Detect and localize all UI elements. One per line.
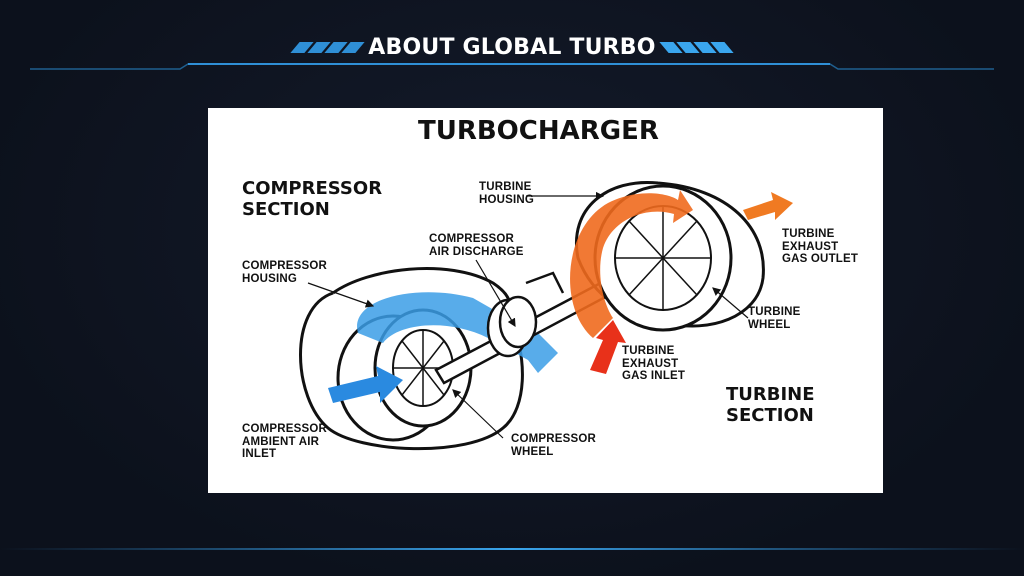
left-stripes-icon [290,41,365,53]
label-turbine-exhaust-gas-outlet: TURBINE EXHAUST GAS OUTLET [782,228,859,265]
exhaust-inlet-arrow [590,320,626,374]
leader-lines [307,191,749,439]
compressor-airflow-arrow [357,292,558,373]
exhaust-outlet-arrow [743,192,793,220]
compressor-section-label: COMPRESSOR SECTION [242,178,383,220]
turbine-exhaust-flow-arrow [570,190,693,338]
label-compressor-ambient-air-inlet: COMPRESSOR AMBIENT AIR INLET [242,423,328,460]
label-turbine-exhaust-gas-inlet: TURBINE EXHAUST GAS INLET [622,345,686,382]
turbine-section-label: TURBINE SECTION [726,384,815,426]
label-compressor-housing: COMPRESSOR HOUSING [242,260,328,285]
diagram-panel: TURBOCHARGER COMPRESSOR SECTION TURBINE … [208,108,883,493]
label-compressor-air-discharge: COMPRESSOR AIR DISCHARGE [429,233,524,258]
header-divider [30,63,994,70]
label-turbine-wheel: TURBINE WHEEL [748,306,801,331]
inlet-air-arrow [328,366,403,403]
header: ABOUT GLOBAL TURBO [0,30,1024,64]
label-turbine-housing: TURBINE HOUSING [479,181,535,206]
label-compressor-wheel: COMPRESSOR WHEEL [511,433,597,458]
diagram-title: TURBOCHARGER [418,116,659,146]
turbocharger-diagram [299,180,793,451]
footer-divider [0,548,1024,550]
right-stripes-icon [659,41,734,53]
compressor-housing-shape [299,267,524,451]
page-title: ABOUT GLOBAL TURBO [368,34,656,60]
